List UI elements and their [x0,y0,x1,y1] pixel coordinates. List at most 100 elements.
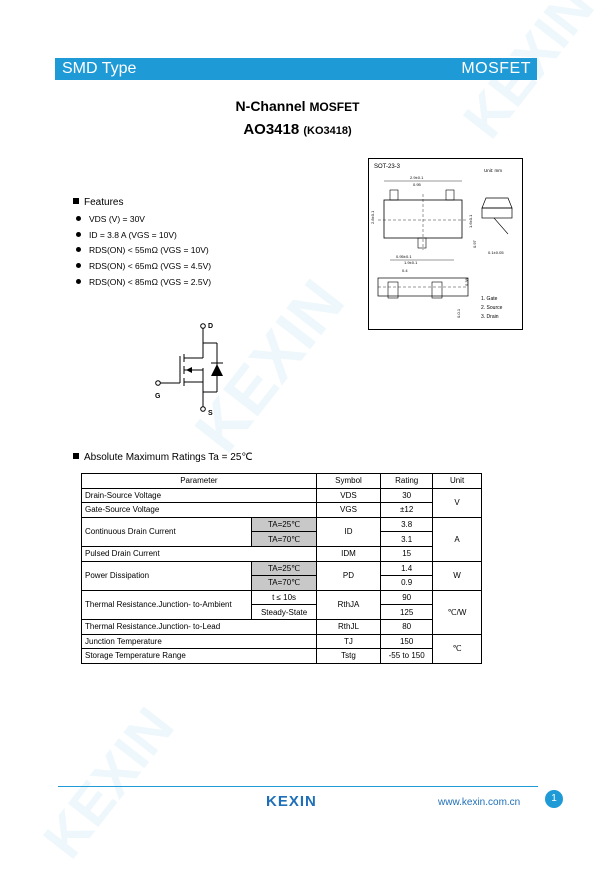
feature-text: RDS(ON) < 85mΩ (VGS = 2.5V) [89,276,212,287]
unit-cell: ℃ [432,633,482,664]
feature-text: RDS(ON) < 65mΩ (VGS = 4.5V) [89,261,212,272]
rating-cell: ±12 [380,502,434,518]
unit-cell: V [432,487,482,518]
drain-label: D [208,323,213,330]
title-bold: MOSFET [309,100,360,114]
param-cell: Continuous Drain Current [80,516,253,547]
rating-cell: 15 [380,545,434,562]
symbol-cell: IDM [315,545,382,562]
table-row: TA=70℃ 0.9 [82,575,482,591]
package-name: SOT-23-3 [374,164,401,170]
features-list: VDS (V) = 30V ID = 3.8 A (VGS = 10V) RDS… [76,212,211,291]
feature-text: VDS (V) = 30V [89,214,145,224]
unit-cell: ℃/W [432,589,482,635]
feature-text: ID = 3.8 A (VGS = 10V) [89,229,177,240]
dim-label: 0.97 [472,239,477,248]
table-row: Storage Temperature Range Tstg -55 to 15… [81,648,482,664]
pin-label: 3. Drain [481,314,499,320]
condition-cell: TA=70℃ [251,531,317,547]
bullet-icon [76,216,81,221]
footer-url[interactable]: www.kexin.com.cn [438,797,521,808]
ratings-heading: Absolute Maximum Ratings Ta = 25℃ [73,452,253,463]
rating-cell: 3.1 [380,531,434,547]
col-parameter: Parameter [81,473,317,489]
rating-cell: 125 [380,604,434,620]
dim-label: 0-0.1 [456,308,461,318]
feature-text: RDS(ON) < 55mΩ (VGS = 10V) [89,245,209,256]
pin-label: 2. Source [481,305,503,311]
header-right: MOSFET [461,60,531,77]
unit-cell: A [432,516,482,562]
page-title: N-Channel MOSFET [0,98,595,114]
symbol-cell: PD [315,560,382,591]
condition-cell: TA=70℃ [251,575,317,591]
condition-cell: Steady-State [251,604,317,620]
bullet-icon [76,263,81,269]
param-cell: Power Dissipation [80,560,253,591]
param-cell: Gate-Source Voltage [81,502,317,518]
bullet-icon [76,247,81,253]
table-row: Gate-Source Voltage VGS ±12 [81,502,482,518]
dim-label: 0.95 [413,182,422,187]
table-row: Pulsed Drain Current IDM 15 [81,545,482,562]
title-main: N-Channel [235,98,310,114]
rating-cell: 80 [380,618,434,635]
dim-label: 0.38 [464,277,469,286]
dim-label: 1.9±0.1 [404,260,418,265]
watermark-bottom: KEXIN [30,695,186,870]
symbol-cell: VGS [315,502,382,518]
col-rating: Rating [380,473,434,489]
dim-label: 2.8±0.1 [370,210,375,224]
part-number: AO3418 (KO3418) [0,121,595,138]
condition-cell: TA=25℃ [251,516,317,533]
symbol-cell: Tstg [315,648,382,664]
ratings-heading-text: Absolute Maximum Ratings Ta = 25℃ [84,452,253,463]
rating-cell: 150 [380,633,434,650]
bullet-icon [76,278,81,284]
dim-label: 1.6±0.1 [468,214,473,228]
gate-label: G [155,393,161,400]
dim-label: 0.4 [402,268,408,273]
param-cell: Thermal Resistance.Junction- to-Ambient [80,589,253,620]
header-left: SMD Type [62,60,137,77]
param-cell: Junction Temperature [81,633,317,650]
rating-cell: 0.9 [380,575,434,591]
symbol-cell: VDS [315,487,382,504]
list-item: RDS(ON) < 85mΩ (VGS = 2.5V) [76,275,211,291]
list-item: RDS(ON) < 55mΩ (VGS = 10V) [76,243,211,259]
table-row: Power Dissipation TA=25℃ PD 1.4 W [80,560,482,591]
symbol-cell: RthJA [315,589,382,620]
pin-label: 1. Gate [481,296,498,302]
package-units: Unit: mm [484,168,502,173]
table-row: Thermal Resistance.Junction- to-Ambient … [80,589,482,635]
col-symbol: Symbol [315,473,382,489]
param-cell: Drain-Source Voltage [81,487,317,504]
rating-cell: 1.4 [380,560,434,577]
symbol-cell: RthJL [315,618,382,635]
dim-label: 0.95±0.1 [396,254,412,259]
list-item: RDS(ON) < 65mΩ (VGS = 4.5V) [76,259,211,275]
condition-cell: t ≤ 10s [251,589,317,606]
table-row: Junction Temperature TJ 150 ℃ [81,633,482,664]
table-row: TA=70℃ 3.1 [82,531,482,547]
unit-cell: W [432,560,482,591]
table-header-row: Parameter Symbol Rating Unit [81,473,482,489]
param-cell: Pulsed Drain Current [81,545,317,562]
col-unit: Unit [432,473,482,489]
condition-cell: TA=25℃ [251,560,317,577]
table-row: Drain-Source Voltage VDS 30 V [81,487,482,518]
ratings-table: Parameter Symbol Rating Unit Drain-Sourc… [80,473,482,664]
rating-cell: 90 [380,589,434,606]
rating-cell: 30 [380,487,434,504]
bullet-square-icon [73,198,79,204]
footer-divider [58,786,538,787]
bullet-icon [76,231,81,237]
table-row: Continuous Drain Current TA=25℃ ID 3.8 A [80,516,482,562]
symbol-cell: TJ [315,633,382,650]
features-heading: Features [73,197,123,208]
source-label: S [208,410,213,416]
table-row: Thermal Resistance.Junction- to-Lead Rth… [81,618,482,635]
part-alt: (KO3418) [303,125,352,137]
footer-logo: KEXIN [266,793,317,810]
bullet-square-icon [73,453,79,459]
